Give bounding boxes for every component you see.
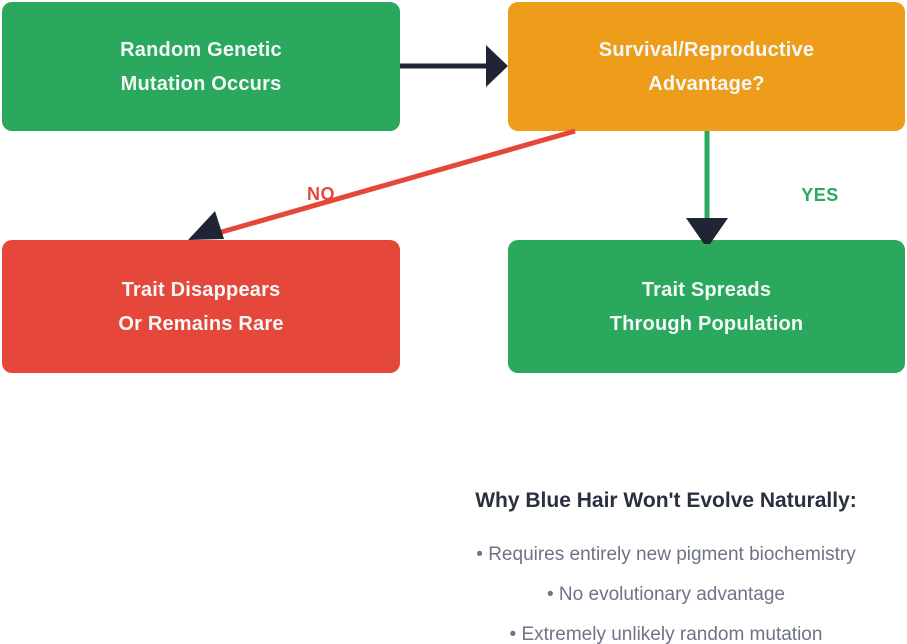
arrowhead-right-icon xyxy=(486,45,508,87)
footer-title: Why Blue Hair Won't Evolve Naturally: xyxy=(475,489,857,512)
node-random-genetic-mutation: Random Genetic Mutation Occurs xyxy=(2,2,400,131)
node-label-line1: Trait Spreads xyxy=(641,278,772,301)
node-label-line2: Mutation Occurs xyxy=(120,72,282,95)
bullet-item: • Requires entirely new pigment biochemi… xyxy=(476,544,856,565)
node-trait-disappears: Trait Disappears Or Remains Rare xyxy=(2,240,400,373)
node-label-line2: Advantage? xyxy=(648,72,765,95)
node-label-line2: Or Remains Rare xyxy=(118,312,284,335)
footer-explanation: Why Blue Hair Won't Evolve Naturally: • … xyxy=(416,487,907,644)
node-survival-advantage-question: Survival/Reproductive Advantage? xyxy=(508,2,905,131)
edge-label-yes: YES xyxy=(801,185,839,205)
node-trait-spreads: Trait Spreads Through Population xyxy=(508,240,905,373)
node-label-line1: Survival/Reproductive xyxy=(598,38,815,61)
bullet-item: • Extremely unlikely random mutation xyxy=(509,624,823,644)
node-label-line1: Random Genetic xyxy=(120,38,282,61)
node-label-line1: Trait Disappears xyxy=(121,278,281,301)
edge-no-advantage-to-disappears xyxy=(217,128,576,236)
node-label-line2: Through Population xyxy=(609,312,804,335)
bullet-item: • No evolutionary advantage xyxy=(547,584,785,605)
arrowhead-down-left-icon xyxy=(188,211,224,240)
edge-label-no: NO xyxy=(307,184,335,204)
